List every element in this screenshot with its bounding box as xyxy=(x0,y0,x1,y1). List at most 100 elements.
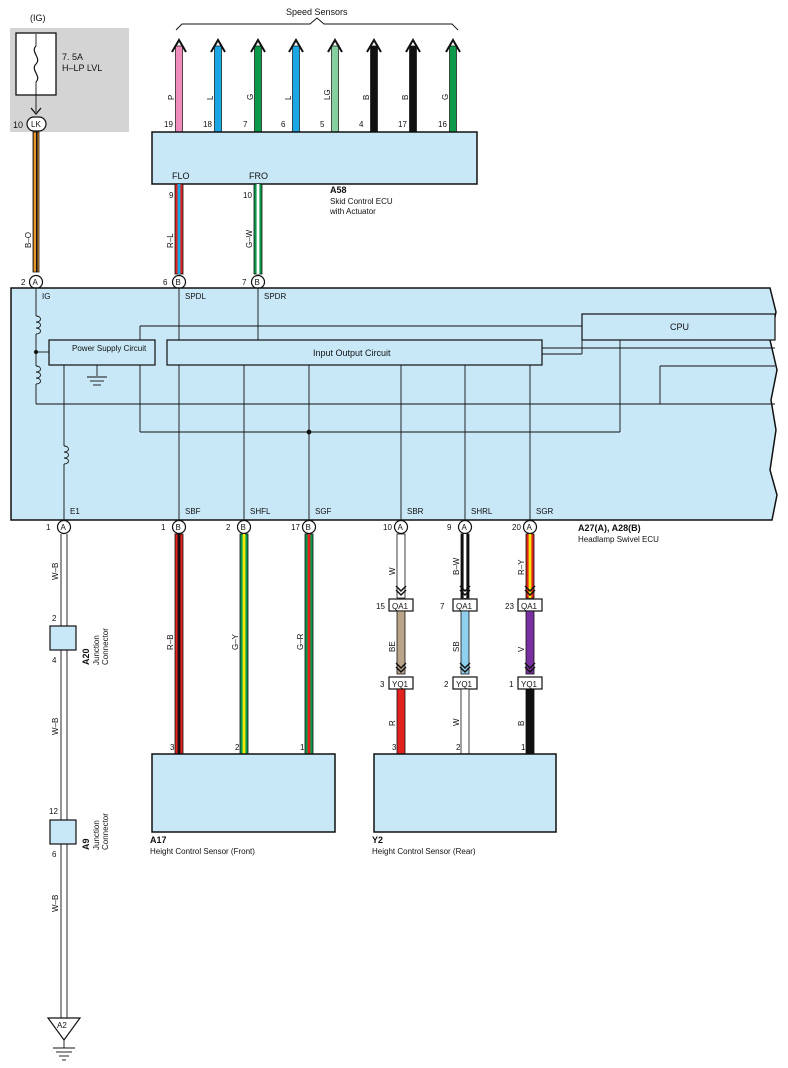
a58-name-line1: Skid Control ECU xyxy=(330,197,393,206)
ecu-coil-icon xyxy=(35,315,41,335)
a58-terminal-flo: FLO xyxy=(172,171,190,181)
ecu-bottom-conn: B xyxy=(176,523,181,532)
ecu-bottom-terminal: SBR xyxy=(407,507,424,516)
ecu-bottom-connector xyxy=(236,519,252,535)
speed-sensors-brace xyxy=(175,17,459,31)
rear-upper-wire-label: W xyxy=(388,567,397,575)
front-wire-label: R–B xyxy=(166,634,175,650)
a58-terminal-fro: FRO xyxy=(249,171,268,181)
a9-code: A9 xyxy=(81,838,91,850)
speed-wire-pin: 7 xyxy=(243,120,248,129)
speed-wire-color: B xyxy=(401,95,410,100)
speed-wire-pin: 5 xyxy=(320,120,325,129)
speed-wire-4: LG5RL+ xyxy=(320,38,344,147)
rear-upper-wire-label: R–Y xyxy=(517,559,526,575)
ecu-bottom-pin-number: 1 xyxy=(161,523,166,532)
rear-lower-wire-2 xyxy=(525,688,535,755)
ecu-bottom-connector xyxy=(522,519,538,535)
speed-wire-color: B xyxy=(362,95,371,100)
ig-label: (IG) xyxy=(30,13,46,23)
ecu-bottom-connector xyxy=(393,519,409,535)
speed-wire-color: P xyxy=(167,95,176,100)
rear-sensor-wires: WQA115BEYQ13R3SHBB–WQA17SBYQ12W2SHRLR–YQ… xyxy=(376,533,543,770)
speed-wire-7: G16RR– xyxy=(438,38,463,147)
a20-pin-bottom: 4 xyxy=(52,656,57,665)
ecu-spdl-conn: B xyxy=(176,278,181,287)
rear-upper-wire-label: B–W xyxy=(452,557,461,575)
ecu-internal-wiring xyxy=(34,288,775,520)
a20-pin-top: 2 xyxy=(52,614,57,623)
ground-wire-label-1: W–B xyxy=(51,563,60,580)
a58-code: A58 xyxy=(330,185,347,195)
qa1-label: QA1 xyxy=(392,602,409,611)
speed-wire-body xyxy=(214,45,222,133)
ecu-code: A27(A), A28(B) xyxy=(578,523,641,533)
ecu-spdl-pin: 6 xyxy=(163,278,168,287)
speed-wire-body xyxy=(292,45,300,133)
ecu-bottom-terminal: E1 xyxy=(70,507,80,516)
ecu-spdr-conn: B xyxy=(255,278,260,287)
speed-wire-body xyxy=(449,45,457,133)
a9-name-line2: Connector xyxy=(101,813,110,850)
a58-name-line2: with Actuator xyxy=(329,207,376,216)
ecu-spdr-terminal: SPDR xyxy=(264,292,286,301)
ground-wire-label-3: W–B xyxy=(51,895,60,912)
yq1-pin: 2 xyxy=(444,680,449,689)
a9-junction-connector xyxy=(49,819,77,845)
rear-upper-wire-1 xyxy=(460,533,470,599)
speed-wire-color: LG xyxy=(323,89,332,100)
power-supply-circuit-block xyxy=(48,339,156,366)
ecu-spdr-pin: 7 xyxy=(242,278,247,287)
chevron-down-icon xyxy=(395,589,407,597)
rear-lower-wire-label: R xyxy=(388,720,397,726)
a20-junction-connector xyxy=(49,625,77,651)
ecu-bottom-terminal: SGR xyxy=(536,507,554,516)
ecu-bottom-conn: A xyxy=(527,523,533,532)
speed-wire-body xyxy=(254,45,262,133)
front-wire-2 xyxy=(304,533,314,755)
speed-wire-pin: 4 xyxy=(359,120,364,129)
front-wire-label: G–R xyxy=(296,633,305,650)
chevron-down-icon xyxy=(524,589,536,597)
speed-wire-body xyxy=(370,45,378,133)
speed-wire-color: G xyxy=(441,94,450,100)
lk-arrow-icon xyxy=(30,107,42,116)
ecu-name: Headlamp Swivel ECU xyxy=(578,535,659,544)
rear-upper-wire-2 xyxy=(525,533,535,599)
a17-pin: 2 xyxy=(235,743,240,752)
ecu-bottom-pin-number: 17 xyxy=(291,523,300,532)
ground-icon xyxy=(53,1040,75,1061)
qa1-pin: 7 xyxy=(440,602,445,611)
chevron-down-icon xyxy=(459,589,471,597)
speed-wire-arrow-icon xyxy=(445,38,461,53)
a20-code: A20 xyxy=(81,648,91,665)
y2-name: Height Control Sensor (Rear) xyxy=(372,847,476,856)
ecu-bottom-connector xyxy=(56,519,72,535)
y2-pin: 1 xyxy=(521,743,526,752)
qa1-label: QA1 xyxy=(456,602,473,611)
rear-mid-wire-0 xyxy=(396,610,406,675)
chevron-down-icon xyxy=(524,666,536,674)
speed-wire-pin: 6 xyxy=(281,120,286,129)
lk-pin: 10 xyxy=(13,120,23,130)
ecu-bottom-terminal: SHFL xyxy=(250,507,271,516)
speed-wire-body xyxy=(409,45,417,133)
fuse-icon xyxy=(33,45,39,83)
speed-wire-6: B17RR+ xyxy=(398,38,423,147)
speed-wire-pin: 18 xyxy=(203,120,212,129)
rear-upper-wire-0 xyxy=(396,533,406,599)
a17-height-sensor-front-box xyxy=(151,753,336,833)
ecu-bottom-connector xyxy=(301,519,317,535)
chevron-down-icon xyxy=(524,662,536,670)
ecu-bottom-terminal: SBF xyxy=(185,507,201,516)
rear-lower-wire-label: B xyxy=(517,721,526,726)
rear-mid-wire-2 xyxy=(525,610,535,675)
ecu-bottom-connector xyxy=(457,519,473,535)
yq1-label: YQ1 xyxy=(392,680,409,689)
ecu-bottom-pin-number: 10 xyxy=(383,523,392,532)
